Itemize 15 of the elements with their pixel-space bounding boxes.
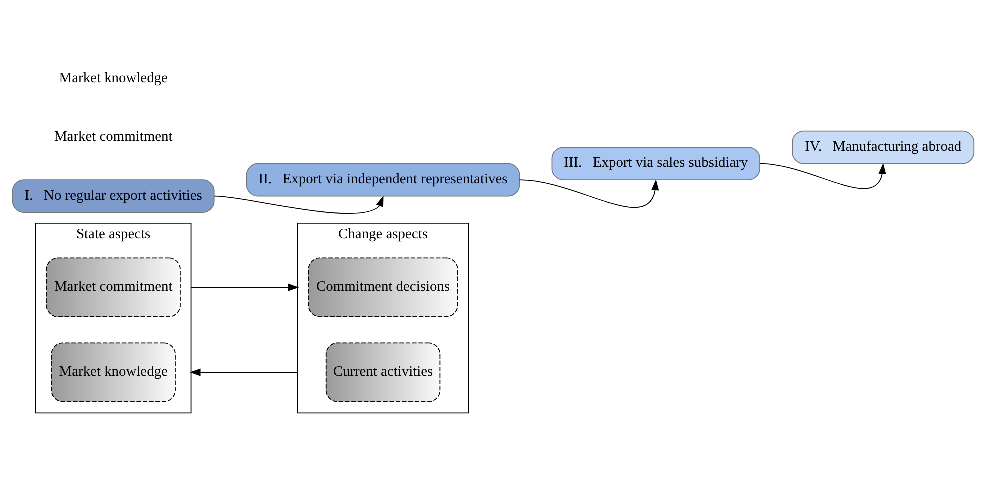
- node-box: Market commitment: [46, 257, 181, 317]
- node-box: Commitment decisions: [308, 257, 458, 317]
- node-box: I. No regular export activities: [12, 179, 215, 213]
- arrow: [760, 162, 886, 189]
- arrow: [519, 179, 660, 208]
- arrow: [190, 368, 298, 376]
- node-box: Market knowledge: [51, 342, 176, 402]
- node-box: II. Export via independent representatives: [246, 162, 520, 196]
- label: Market knowledge: [59, 70, 168, 86]
- arrow: [190, 283, 300, 291]
- node-box: Current activities: [326, 342, 441, 402]
- label: Market commitment: [54, 128, 173, 145]
- node-box: III. Export via sales subsidiary: [552, 146, 760, 180]
- arrow: [214, 195, 384, 214]
- node-box: IV. Manufacturing abroad: [792, 130, 975, 164]
